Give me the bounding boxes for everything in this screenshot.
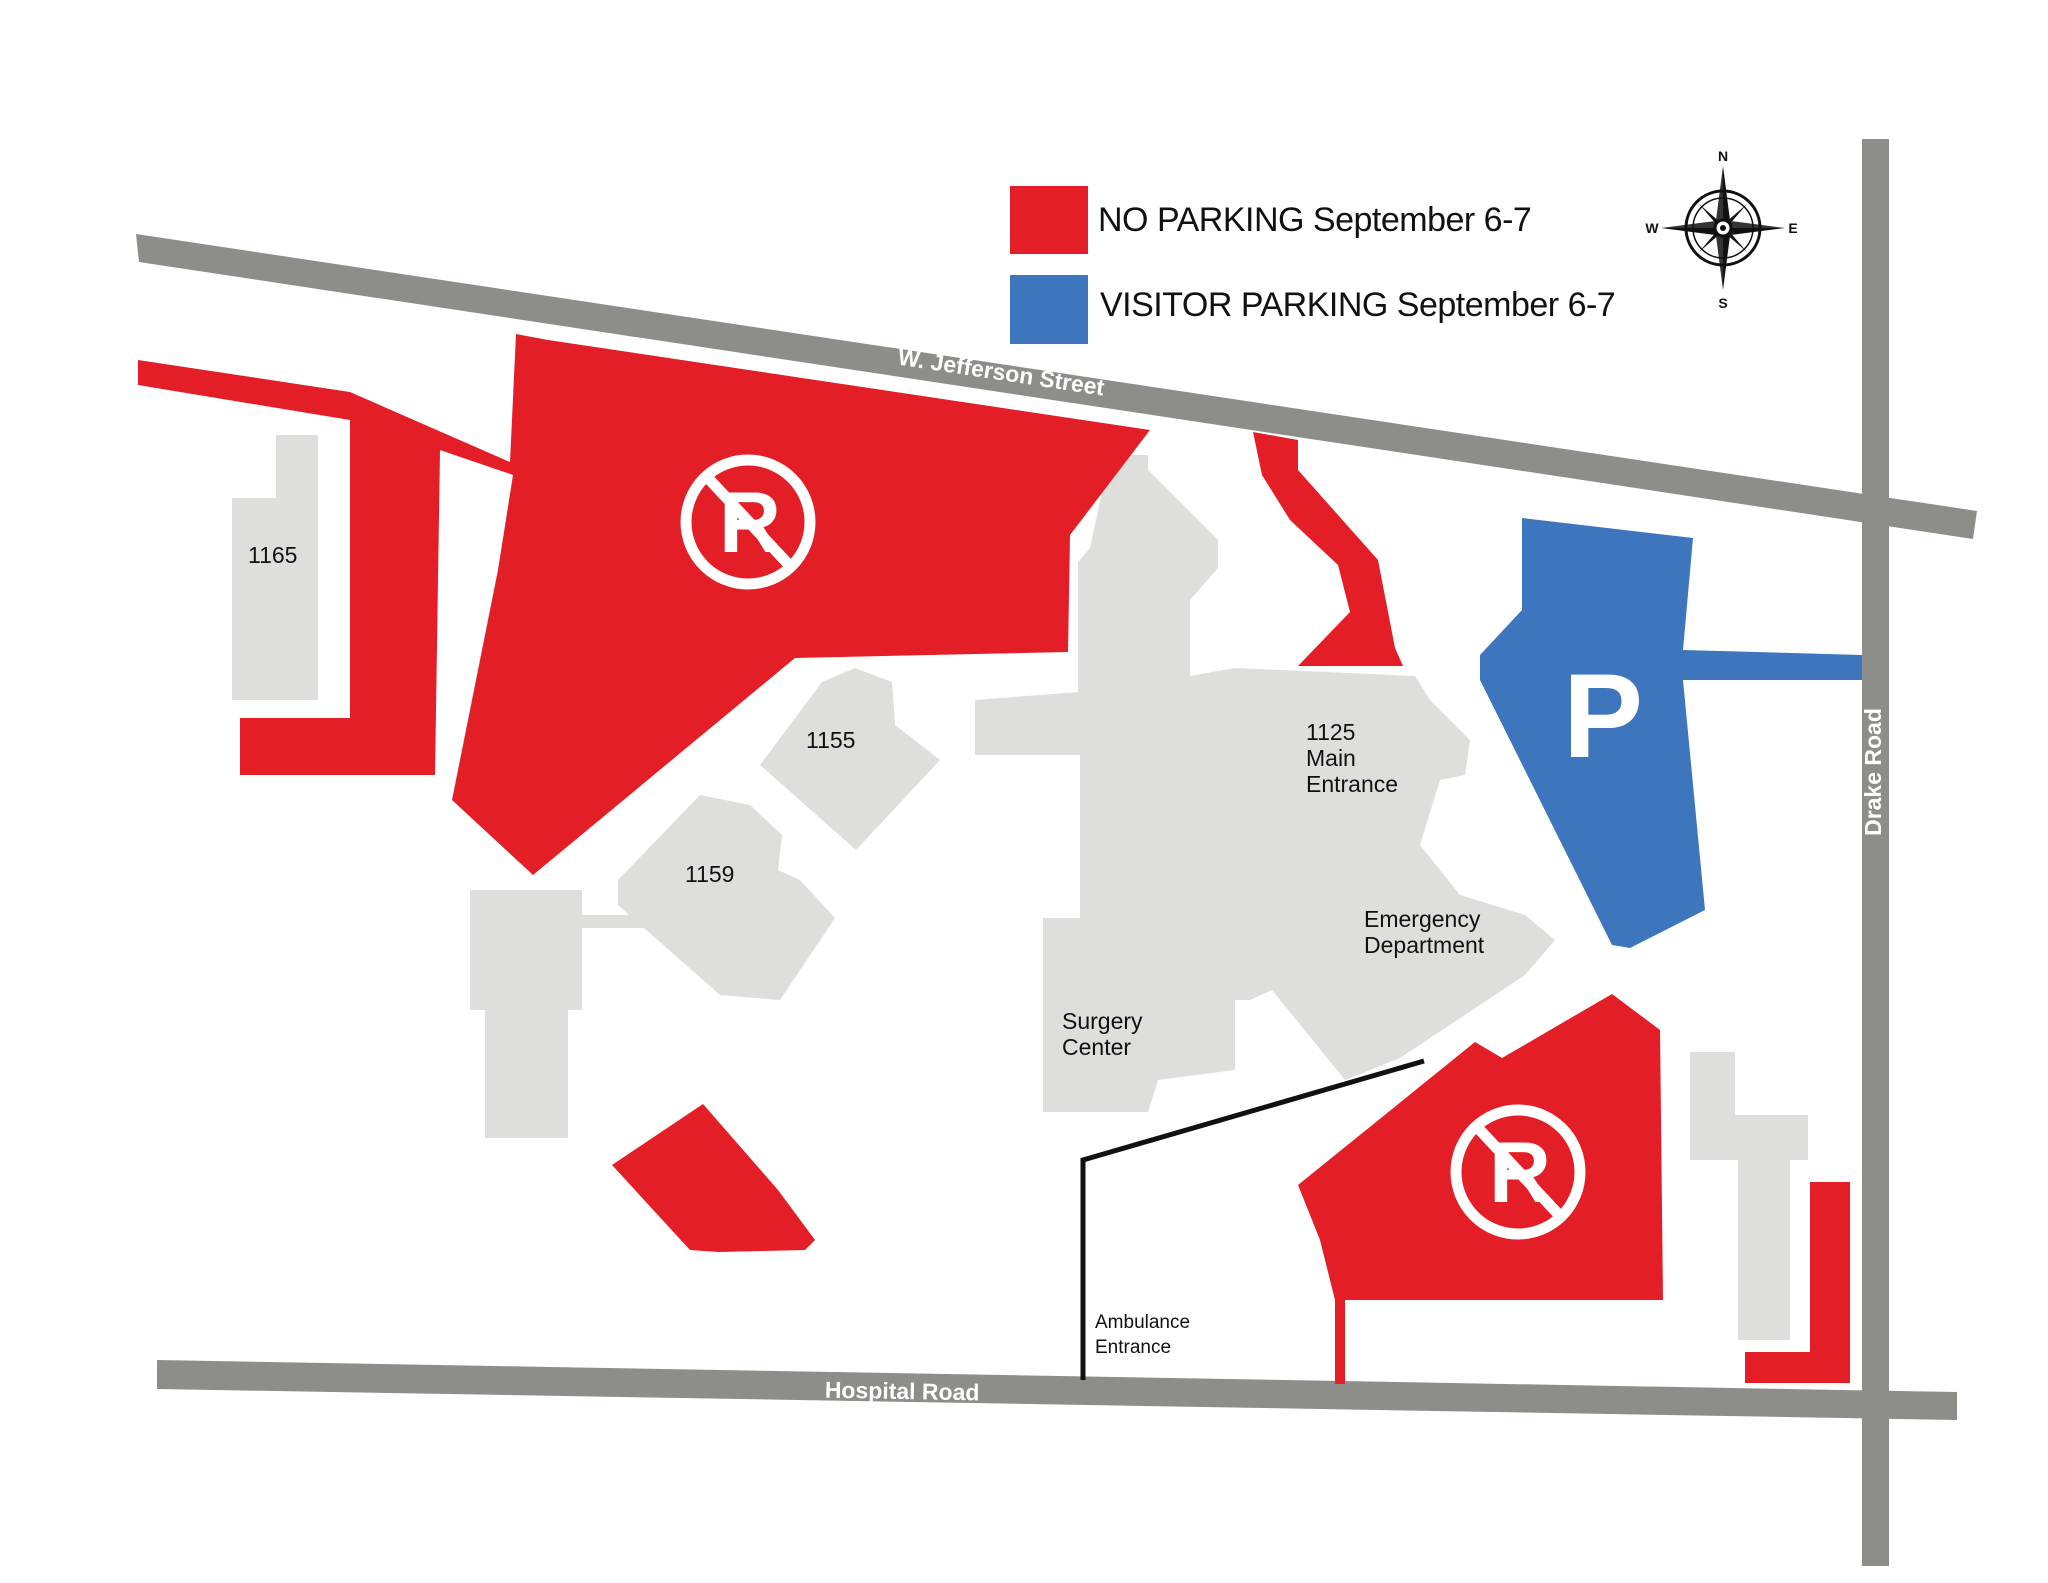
compass-icon: N S E W <box>1645 148 1797 311</box>
compass-label-w: W <box>1645 220 1659 236</box>
roads <box>136 139 1977 1566</box>
street-label-hospital-road: Hospital Road <box>825 1377 980 1406</box>
street-label-drake-road: Drake Road <box>1860 708 1886 836</box>
building-label-surgery-1: Surgery <box>1062 1008 1143 1034</box>
building-label-main-1: 1125 <box>1306 719 1355 745</box>
building-label-1159: 1159 <box>685 861 734 887</box>
no-parking-icon: R <box>680 454 816 590</box>
ambulance-route-line <box>1080 1058 1425 1380</box>
no-parking-lot-southwest <box>612 1104 815 1252</box>
building-east-small <box>1690 1052 1808 1340</box>
road-w-jefferson-street <box>136 234 1977 539</box>
legend: NO PARKING September 6-7 VISITOR PARKING… <box>1010 186 1616 344</box>
compass-label-n: N <box>1718 148 1728 164</box>
compass-label-e: E <box>1788 220 1797 236</box>
ambulance-label-1: Ambulance <box>1095 1312 1190 1333</box>
no-parking-icon: R <box>1450 1104 1586 1240</box>
compass-label-s: S <box>1718 295 1727 311</box>
no-parking-strip-northeast <box>1253 432 1403 666</box>
visitor-parking-zone <box>1480 518 1862 948</box>
building-1159 <box>618 795 835 1000</box>
building-1125-main <box>975 455 1555 1112</box>
no-parking-lot-southeast <box>1298 994 1663 1384</box>
no-parking-strip-east <box>1745 1182 1850 1383</box>
legend-label-no-parking: NO PARKING September 6-7 <box>1098 201 1531 239</box>
building-label-main-3: Entrance <box>1306 771 1398 797</box>
building-1155 <box>760 668 940 850</box>
visitor-parking-lot <box>1480 518 1862 948</box>
building-1165 <box>232 435 318 700</box>
legend-swatch-visitor-parking <box>1010 275 1088 344</box>
building-label-1165: 1165 <box>248 542 297 568</box>
legend-swatch-no-parking <box>1010 186 1088 254</box>
ambulance-label-2: Entrance <box>1095 1337 1171 1358</box>
no-parking-lot-north <box>138 334 1150 875</box>
parking-icon: P <box>1563 649 1643 783</box>
legend-label-visitor-parking: VISITOR PARKING September 6-7 <box>1100 286 1615 324</box>
building-left-block <box>470 890 582 1138</box>
no-parking-zones <box>138 334 1850 1384</box>
building-label-surgery-2: Center <box>1062 1034 1131 1060</box>
road-drake-road <box>1862 139 1889 1566</box>
building-label-ed-1: Emergency <box>1364 906 1481 932</box>
building-label-ed-2: Department <box>1364 932 1485 958</box>
buildings <box>232 435 1808 1340</box>
road-hospital-road <box>157 1360 1957 1420</box>
building-label-main-2: Main <box>1306 745 1356 771</box>
building-label-1155: 1155 <box>806 727 855 753</box>
building-connector <box>582 915 650 928</box>
